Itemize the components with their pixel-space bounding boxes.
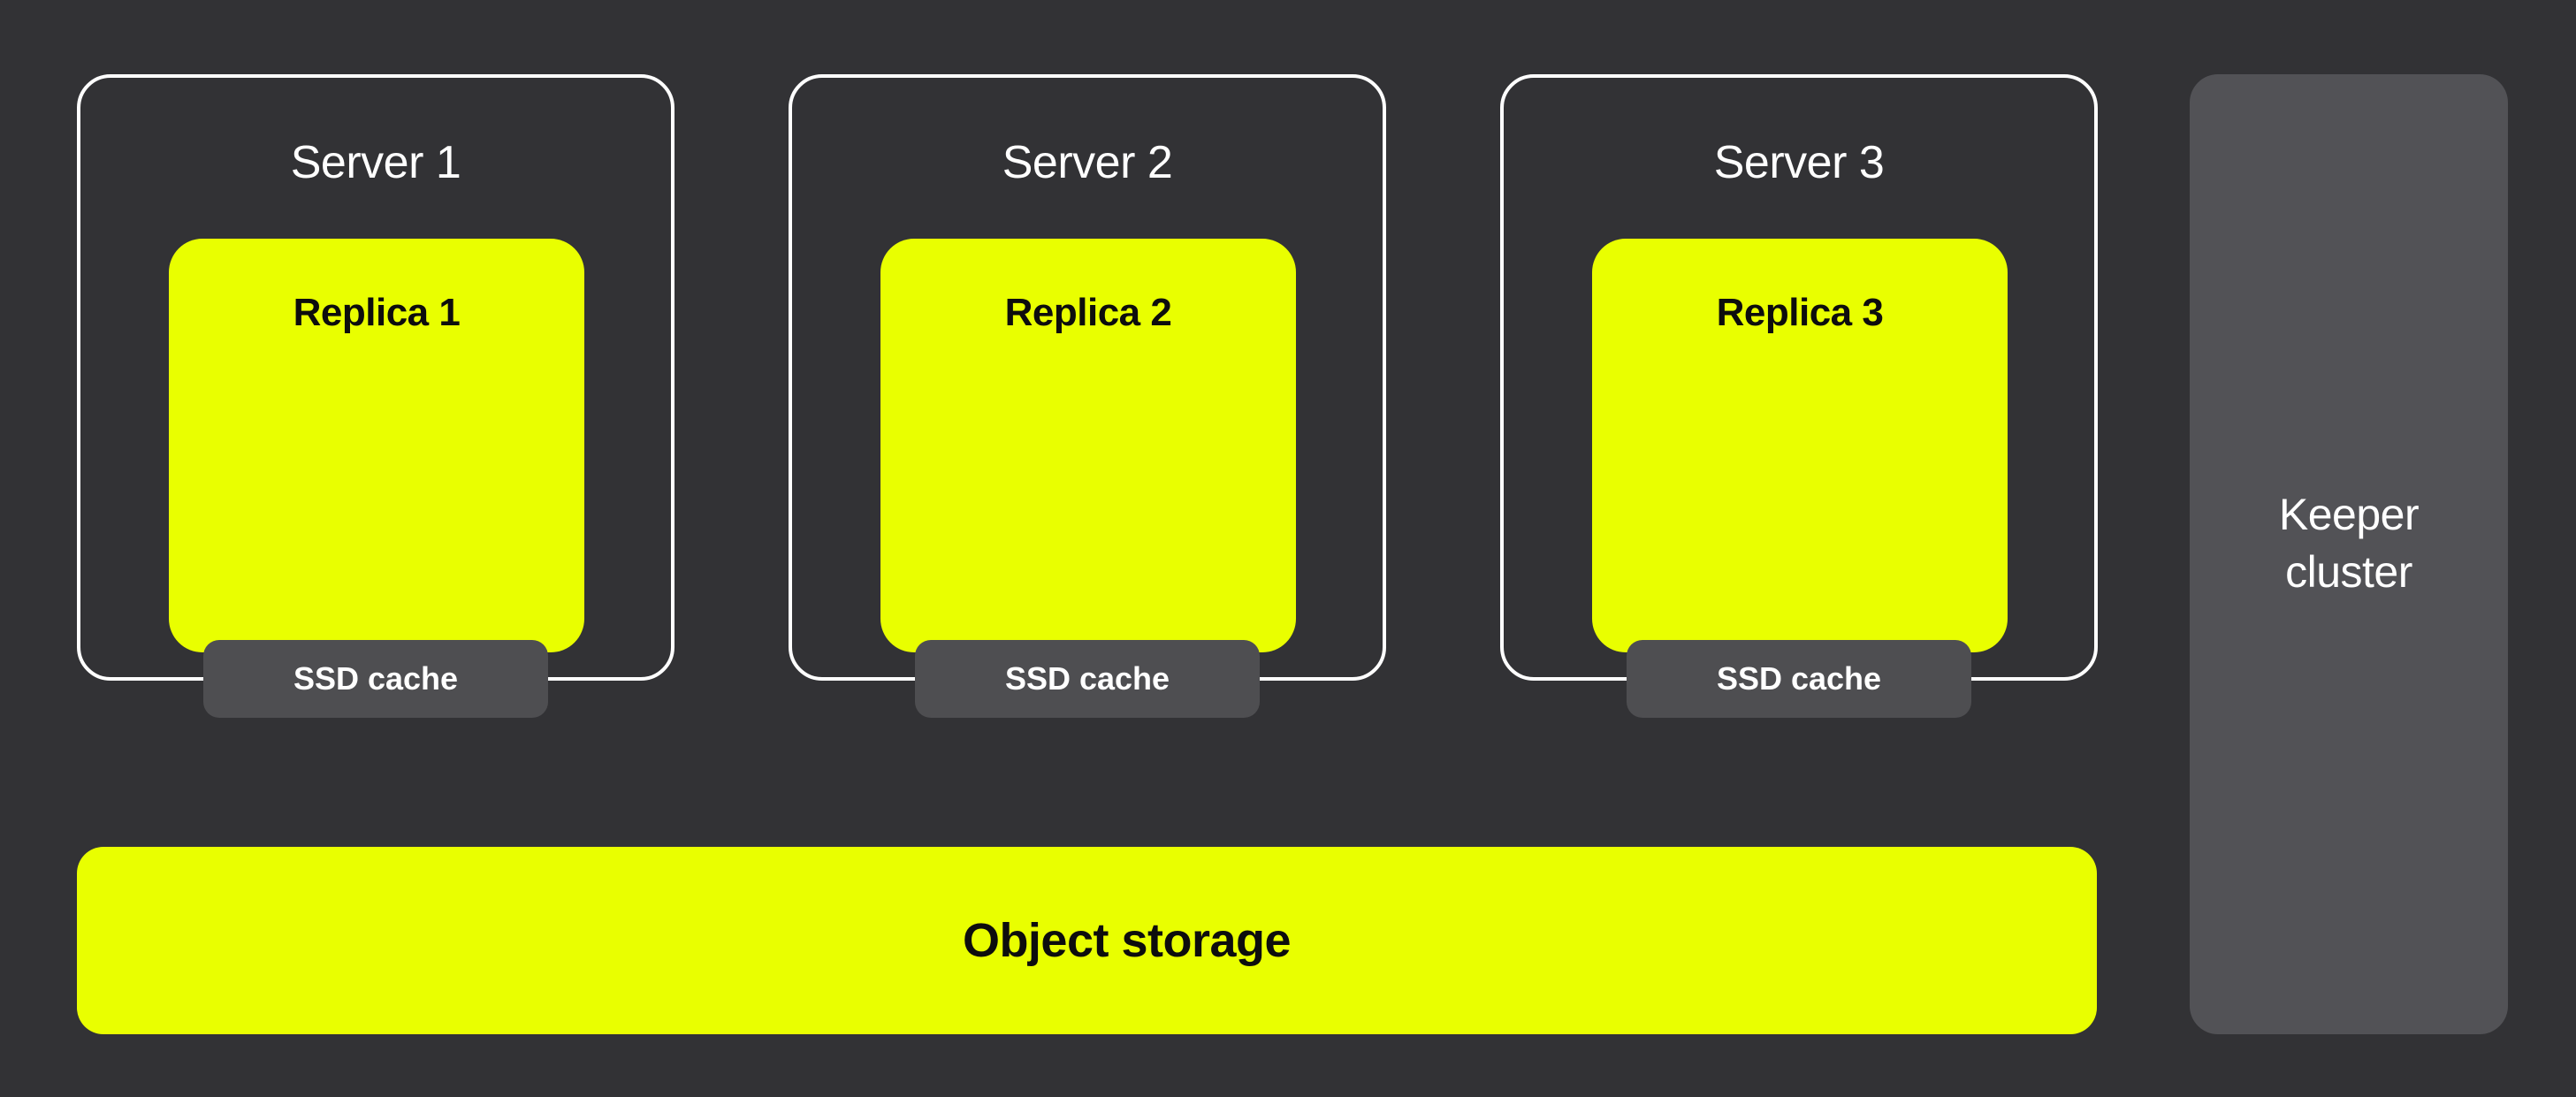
replica-1-label: Replica 1 [293, 291, 461, 334]
replica-1-card: Replica 1 [169, 239, 584, 652]
server-3-title: Server 3 [1713, 137, 1885, 188]
server-2-ssd-cache-label: SSD cache [1004, 660, 1170, 697]
replica-3-label: Replica 3 [1716, 291, 1884, 334]
server-2-box: Server 2 Replica 2 SSD cache [789, 74, 1386, 718]
server-3-box: Server 3 Replica 3 SSD cache [1500, 74, 2098, 718]
replica-3-card: Replica 3 [1592, 239, 2008, 652]
server-2-title: Server 2 [1002, 137, 1173, 188]
keeper-cluster-label: Keeper cluster [2278, 490, 2420, 597]
server-3-ssd-cache: SSD cache [1627, 640, 1971, 718]
replica-2-label: Replica 2 [1004, 291, 1172, 334]
server-1-box: Server 1 Replica 1 SSD cache [77, 74, 674, 718]
server-3-ssd-cache-label: SSD cache [1716, 660, 1882, 697]
server-2-ssd-cache: SSD cache [915, 640, 1260, 718]
server-1-title: Server 1 [290, 137, 461, 188]
server-1-ssd-cache: SSD cache [203, 640, 548, 718]
object-storage-label: Object storage [962, 914, 1292, 967]
object-storage-bar: Object storage [77, 847, 2097, 1034]
keeper-cluster-panel: Keeper cluster [2190, 74, 2508, 1034]
replica-2-card: Replica 2 [880, 239, 1296, 652]
server-1-ssd-cache-label: SSD cache [293, 660, 459, 697]
